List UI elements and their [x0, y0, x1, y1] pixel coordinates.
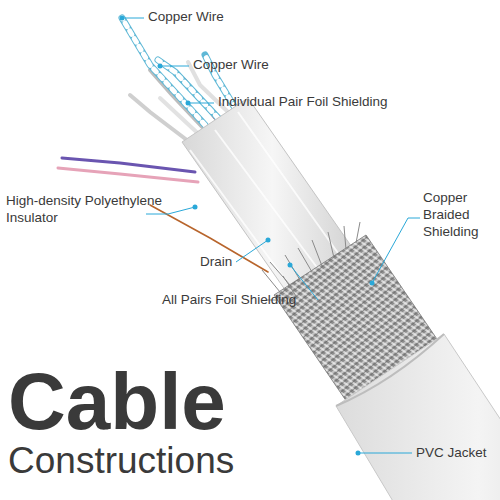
- pvc-jacket: [336, 334, 500, 500]
- part-label: High-density Polyethylene Insulator: [6, 193, 174, 227]
- leader-dot: [186, 101, 191, 106]
- leader-line: [146, 207, 195, 214]
- leader-dot: [193, 205, 198, 210]
- leader-line: [160, 66, 189, 67]
- leader-line: [188, 103, 214, 104]
- braid-wisp: [262, 222, 360, 300]
- leader-dot: [356, 451, 361, 456]
- leader-dot: [266, 238, 271, 243]
- part-label: Copper Wire: [193, 57, 269, 74]
- pink-wire: [58, 168, 198, 182]
- jacket-edge: [336, 334, 444, 406]
- braid-wisps: [262, 222, 360, 300]
- part-label: Copper Braided Shielding: [423, 190, 499, 241]
- diagram-title: Cable Constructions: [8, 362, 298, 481]
- part-label: Individual Pair Foil Shielding: [218, 94, 388, 111]
- leader-dot: [120, 16, 125, 21]
- part-label: PVC Jacket: [416, 445, 487, 462]
- leader-line: [236, 240, 268, 262]
- leader-dot: [288, 263, 293, 268]
- leader-dot: [158, 64, 163, 69]
- part-label: Drain: [200, 254, 232, 271]
- leader-line: [122, 18, 144, 19]
- part-label: All Pairs Foil Shielding: [162, 292, 296, 309]
- leader-line: [372, 218, 420, 283]
- leader-dot: [370, 281, 375, 286]
- leader-line: [358, 453, 412, 454]
- part-label: Copper Wire: [148, 9, 224, 26]
